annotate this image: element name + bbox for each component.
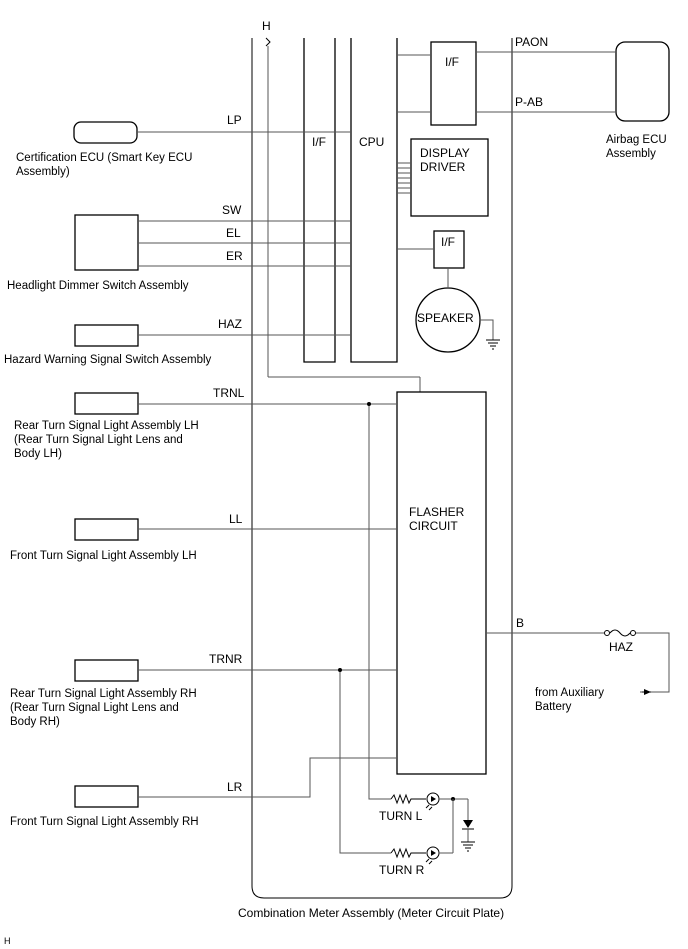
- headlight-dimmer-switch-box: [74, 214, 139, 271]
- trnl-junction: [367, 402, 371, 406]
- turn-r-label: TURN R: [379, 863, 425, 877]
- lr-wire: [138, 757, 397, 798]
- flasher-label-1: FLASHER: [409, 505, 465, 519]
- airbag-ecu-box: [615, 41, 670, 122]
- rear-turn-lh-label-3: Body LH): [14, 448, 62, 460]
- figure-id: H: [4, 936, 11, 946]
- diode-icon: [462, 820, 474, 830]
- display-driver-label-1: DISPLAY: [420, 146, 470, 160]
- rear-turn-rh-label-2: (Rear Turn Signal Light Lens and: [10, 702, 179, 714]
- haz-label: HAZ: [218, 317, 242, 331]
- cpu-label: CPU: [359, 135, 384, 149]
- ll-label: LL: [229, 512, 243, 526]
- flasher-circuit-block: [396, 391, 487, 775]
- flasher-label-2: CIRCUIT: [409, 519, 458, 533]
- turn-l-wire: [368, 404, 391, 800]
- display-driver-block: [410, 138, 489, 217]
- battery-label-1: from Auxiliary: [535, 687, 604, 699]
- battery-label-2: Battery: [535, 701, 572, 713]
- sw-label: SW: [222, 203, 242, 217]
- trnr-junction: [338, 668, 342, 672]
- pab-label: P-AB: [515, 95, 543, 109]
- hazard-switch-box: [74, 324, 139, 347]
- certification-ecu-label-2: Assembly): [16, 166, 70, 178]
- paon-label: PAON: [515, 35, 548, 49]
- cpu-block: [350, 38, 398, 363]
- speaker-ground-icon: [486, 339, 500, 350]
- turn-l-resistor: [390, 793, 426, 805]
- trnl-label: TRNL: [213, 386, 245, 400]
- battery-wire: [636, 632, 670, 693]
- rear-turn-lh-label-2: (Rear Turn Signal Light Lens and: [14, 434, 183, 446]
- b-label: B: [516, 616, 524, 630]
- if-top-block: [430, 41, 477, 126]
- er-label: ER: [226, 249, 243, 263]
- if-speaker-label: I/F: [441, 235, 455, 249]
- rear-turn-lh-label-1: Rear Turn Signal Light Assembly LH: [14, 420, 199, 432]
- rear-turn-lh-box: [74, 392, 139, 415]
- speaker-ground-wire: [480, 319, 494, 340]
- trnr-label: TRNR: [209, 652, 243, 666]
- meter-caption: Combination Meter Assembly (Meter Circui…: [238, 906, 504, 920]
- if-top-label: I/F: [445, 55, 459, 69]
- rear-turn-rh-box: [74, 659, 139, 682]
- ground-tag-line: [265, 37, 271, 47]
- airbag-ecu-label-2: Assembly: [606, 148, 656, 160]
- rear-turn-rh-label-1: Rear Turn Signal Light Assembly RH: [10, 688, 197, 700]
- if-speaker-block: [433, 230, 465, 269]
- airbag-ecu-label-1: Airbag ECU: [606, 134, 667, 146]
- turn-l-label: TURN L: [379, 809, 423, 823]
- display-driver-label-2: DRIVER: [420, 160, 466, 174]
- turn-l-lamp-icon: [425, 792, 440, 811]
- front-turn-rh-label: Front Turn Signal Light Assembly RH: [10, 816, 199, 828]
- turn-r-lamp-icon: [425, 846, 440, 865]
- front-turn-lh-box: [74, 518, 139, 541]
- rear-turn-rh-label-3: Body RH): [10, 716, 60, 728]
- haz-fuse-icon: [604, 629, 636, 637]
- certification-ecu-label-1: Certification ECU (Smart Key ECU: [16, 152, 192, 164]
- fuse-label: HAZ: [609, 640, 633, 654]
- cpu-display-bus: [397, 162, 411, 194]
- ground-tag: H: [262, 19, 271, 33]
- lr-label: LR: [227, 780, 243, 794]
- meter-outline: [251, 38, 513, 899]
- el-label: EL: [226, 226, 241, 240]
- headlight-dimmer-switch-label: Headlight Dimmer Switch Assembly: [7, 280, 189, 292]
- hazard-switch-label: Hazard Warning Signal Switch Assembly: [4, 354, 212, 366]
- speaker-label: SPEAKER: [417, 311, 474, 325]
- turn-r-resistor: [390, 847, 426, 859]
- turn-ground-icon: [461, 841, 475, 852]
- if-left-block: [303, 38, 336, 363]
- front-turn-lh-label: Front Turn Signal Light Assembly LH: [10, 550, 197, 562]
- front-turn-rh-box: [74, 785, 139, 808]
- certification-ecu-box: [73, 121, 138, 144]
- if-left-label: I/F: [312, 135, 326, 149]
- lp-label: LP: [227, 113, 242, 127]
- turn-r-wire: [339, 670, 391, 854]
